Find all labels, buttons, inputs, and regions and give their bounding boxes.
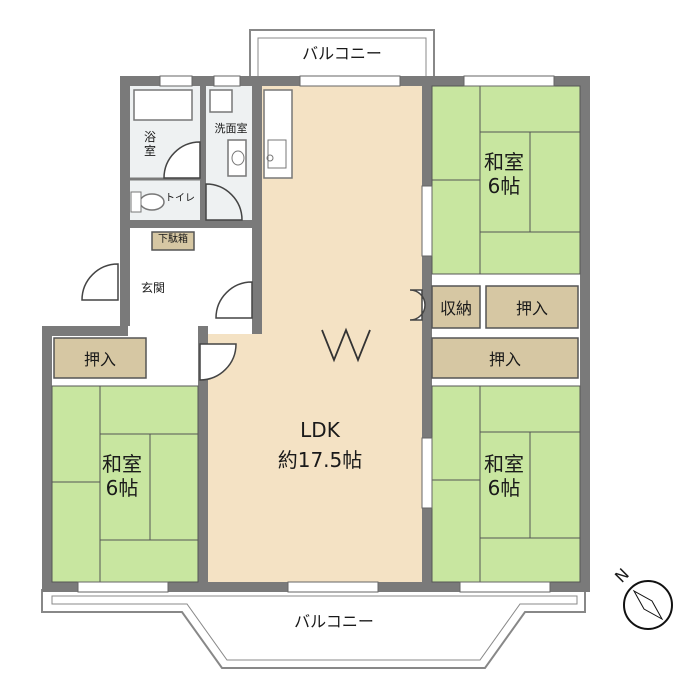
doors [81,141,426,381]
entrance-label: 玄関 [140,281,165,295]
toilet-label: トイレ [165,193,195,204]
closet-se-label: 押入 [488,350,521,369]
ldk-label: LDK [300,418,340,442]
washroom-label: 洗面室 [214,122,248,135]
washitsu-se-tatami [431,385,581,583]
closet-w-label: 押入 [83,350,116,369]
balcony-bottom-label: バルコニー [294,612,374,631]
balcony-bottom-outline [41,589,586,669]
washitsu-w-tatami [51,385,199,583]
balcony-top-label: バルコニー [302,44,382,63]
washitsu-ne-label: 和室 6帖 [484,150,524,198]
storage-label: 収納 [439,299,472,318]
washitsu-w-label: 和室 6帖 [102,452,142,500]
washitsu-se-label: 和室 6帖 [484,452,524,500]
closet-ne-label: 押入 [515,299,548,318]
closets [53,231,579,379]
washitsu-ne-tatami [431,85,581,275]
windows [77,75,555,593]
shoe-box-label: 下駄箱 [158,234,188,245]
folding-door [321,327,371,363]
compass [623,580,673,630]
ldk-size-label: 約17.5帖 [277,448,363,472]
bath-label: 浴 室 [143,130,156,159]
